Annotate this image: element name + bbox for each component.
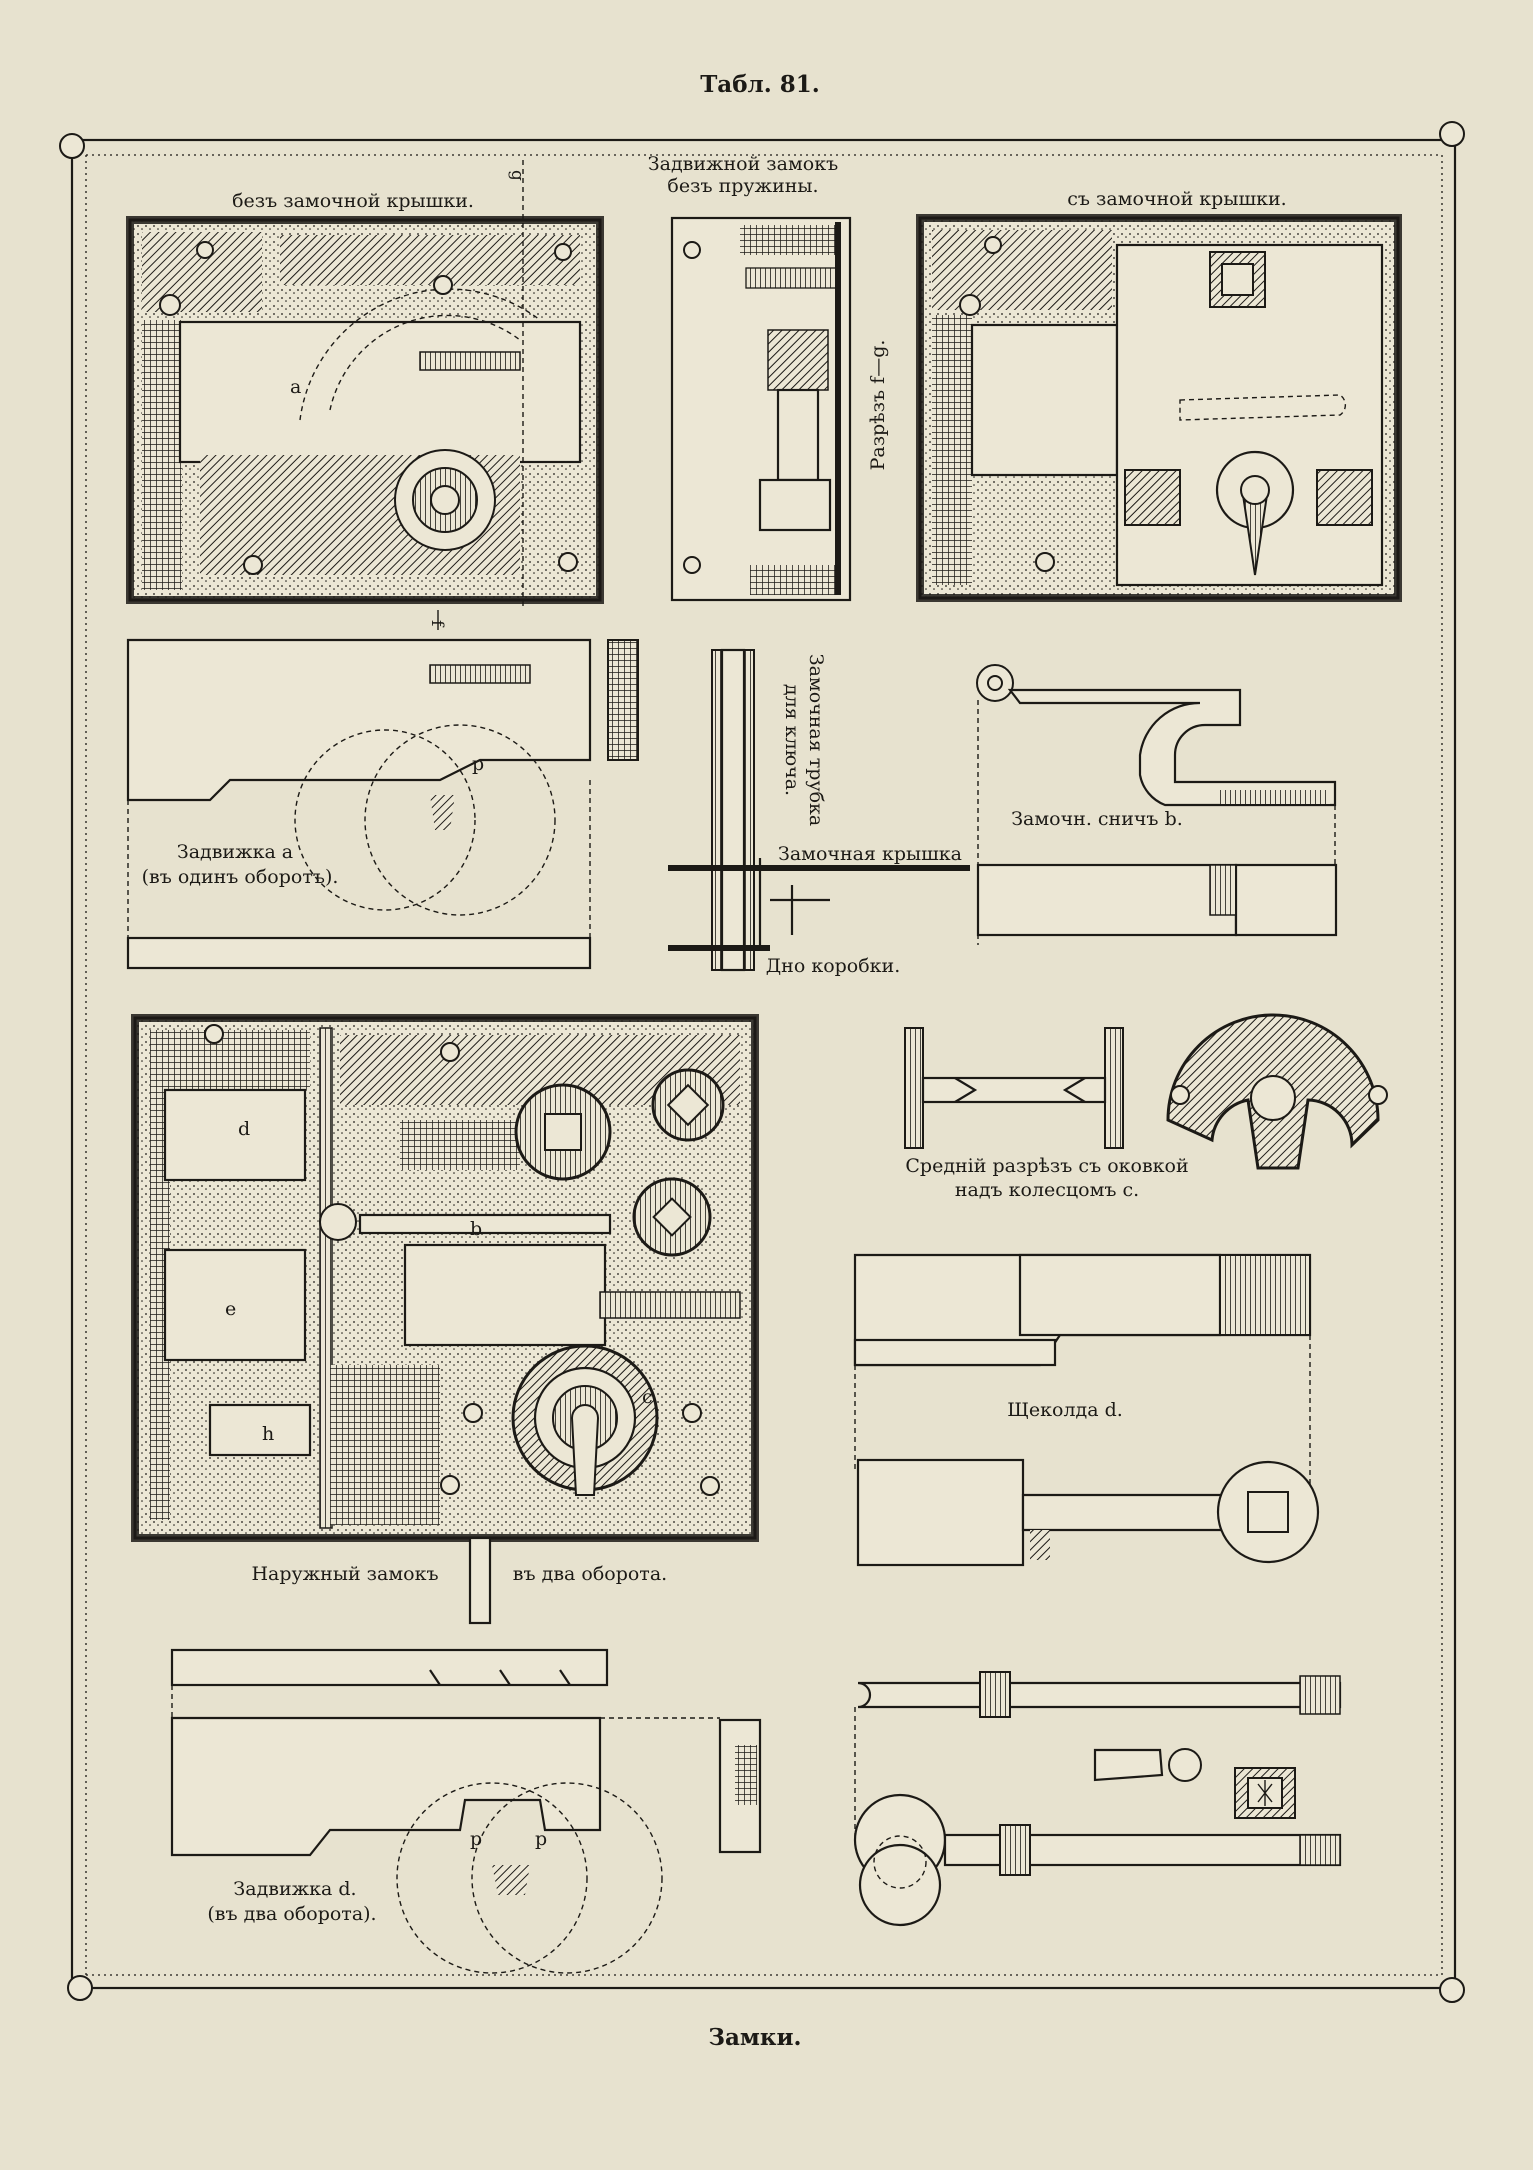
label-snib-b: Замочн. сничъ b. xyxy=(1011,808,1183,830)
bolt-a-figure: p Задвижка a (въ одинъ оборотъ). xyxy=(126,638,639,970)
plate-header: Табл. 81. xyxy=(700,71,820,98)
label-with-cover: съ замочной крышки. xyxy=(1067,188,1286,210)
label-lock-cover: Замочная крышка xyxy=(778,843,962,865)
snib-b-figure: Замочн. сничъ b. xyxy=(976,664,1338,945)
letter-p-d1: p xyxy=(470,1828,482,1850)
bolt-d-figure: p p Задвижка d. (въ два оборота). xyxy=(170,1648,762,1974)
label-without-cover: безъ замочной крышки. xyxy=(232,190,474,212)
letter-h-lock: h xyxy=(262,1423,274,1445)
key-tube-figure: Замочная трубка для ключа. Замочная крыш… xyxy=(668,648,970,977)
corner-ornament-br xyxy=(1439,1977,1465,2003)
lock-with-cover-figure: съ замочной крышки. xyxy=(916,188,1402,602)
label-section-fg: Разрѣзъ f—g. xyxy=(867,340,889,471)
label-key-tube-2: для ключа. xyxy=(781,684,803,796)
letter-c-lock: c xyxy=(642,1386,653,1408)
label-sliding-lock-1: Задвижной замокъ xyxy=(648,153,838,175)
label-latch-d: Щеколда d. xyxy=(1007,1399,1123,1421)
letter-p-a: p xyxy=(472,753,484,775)
label-box-bottom: Дно коробки. xyxy=(766,955,901,977)
letter-a: a xyxy=(290,376,301,398)
letter-g: g xyxy=(507,170,527,181)
label-key-tube-1: Замочная трубка xyxy=(805,654,827,826)
label-outer-lock-1: Наружный замокъ xyxy=(251,1563,438,1585)
label-bolt-a-1: Задвижка a xyxy=(177,841,293,863)
keys-figure xyxy=(853,1671,1342,1927)
corner-ornament-tr xyxy=(1439,121,1465,147)
label-bolt-a-2: (въ одинъ оборотъ). xyxy=(142,866,339,888)
outer-lock-figure: d e h b c Наружный замокъ въ два оборота… xyxy=(131,1014,759,1625)
letter-p-d2: p xyxy=(535,1828,547,1850)
letter-b-lock: b xyxy=(470,1218,482,1240)
label-outer-lock-2: въ два оборота. xyxy=(513,1563,667,1585)
label-bolt-d-2: (въ два оборота). xyxy=(207,1903,376,1925)
corner-ornament-bl xyxy=(67,1975,93,2001)
latch-d-figure: Щеколда d. xyxy=(853,1253,1320,1567)
letter-d-lock: d xyxy=(238,1118,250,1140)
middle-section-figure: Среднiй разрѣзъ съ оковкой надъ колесцом… xyxy=(904,1013,1388,1201)
label-bolt-d-1: Задвижка d. xyxy=(233,1878,356,1900)
label-sliding-lock-2: безъ пружины. xyxy=(667,175,818,197)
letter-e-lock: e xyxy=(225,1298,236,1320)
letter-f: f xyxy=(427,620,447,628)
sliding-lock-figure: Задвижной замокъ безъ пружины. Разрѣзъ f… xyxy=(648,153,889,602)
plate-footer: Замки. xyxy=(708,2024,801,2051)
label-middle-section-1: Среднiй разрѣзъ съ оковкой xyxy=(905,1155,1188,1177)
label-middle-section-2: надъ колесцомъ c. xyxy=(955,1179,1139,1201)
plate-frame xyxy=(59,121,1465,2003)
lock-without-cover-figure: безъ замочной крышки. a g f xyxy=(126,160,604,630)
corner-ornament-tl xyxy=(59,133,85,159)
